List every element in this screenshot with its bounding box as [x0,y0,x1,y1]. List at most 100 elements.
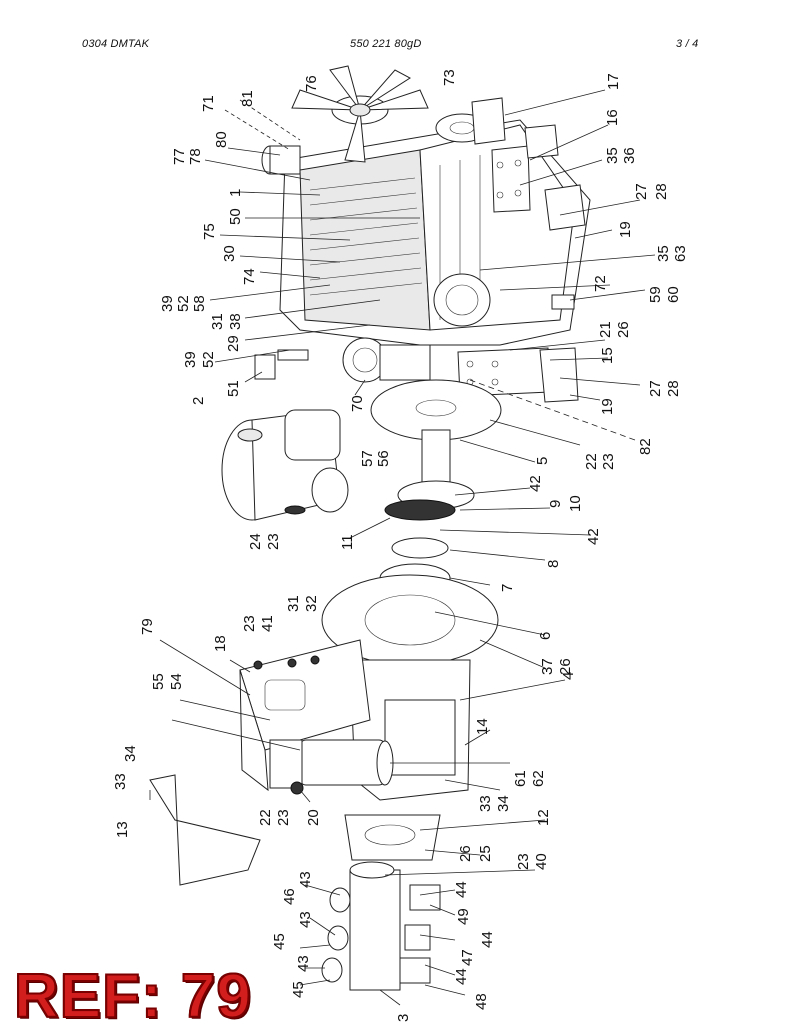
callout-42a: 42 [527,475,544,492]
callout-28a: 28 [653,183,670,200]
fitting-51 [254,354,276,380]
callout-8: 8 [545,560,562,568]
callout-44a: 44 [453,881,470,898]
air-filter [221,409,349,521]
callout-6: 6 [537,632,554,640]
callout-labels: 71 81 76 73 17 80 77 78 16 35 36 1 27 28… [112,69,689,1022]
callout-62: 62 [530,770,547,787]
callout-1: 1 [227,189,244,197]
engine-assembly [254,65,591,403]
callout-51: 51 [225,380,242,397]
callout-4: 4 [560,672,577,680]
callout-32: 32 [303,595,320,612]
callout-54: 54 [168,673,185,690]
callout-23c: 23 [241,615,258,632]
callout-20: 20 [305,809,322,826]
callout-43c: 43 [295,955,312,972]
callout-24: 24 [247,533,264,550]
callout-39a: 39 [159,295,176,312]
callout-44c: 44 [453,968,470,985]
pump-assembly [321,814,441,991]
callout-16: 16 [604,109,621,126]
header-part-number: 550 221 80gD [350,38,422,50]
callout-76: 76 [303,75,320,92]
callout-34b: 34 [495,795,512,812]
callout-3: 3 [395,1014,412,1022]
callout-46: 46 [281,888,298,905]
callout-2: 2 [190,397,207,405]
bracket-17 [471,97,506,145]
callout-33b: 33 [477,795,494,812]
callout-70: 70 [349,395,366,412]
ref-badge: REF: 79 [13,962,252,1031]
callout-82: 82 [637,438,654,455]
callout-19b: 19 [599,398,616,415]
callout-45b: 45 [290,981,307,998]
callout-75: 75 [201,223,218,240]
header-page-number: 3 / 4 [676,38,699,50]
callout-29: 29 [225,335,242,352]
callout-30: 30 [221,245,238,262]
callout-52b: 52 [200,351,217,368]
callout-35b: 35 [655,245,672,262]
callout-49: 49 [455,908,472,925]
callout-47: 47 [459,949,476,966]
callout-34a: 34 [122,745,139,762]
callout-77: 77 [171,148,188,165]
callout-81: 81 [239,90,256,107]
callout-45a: 45 [271,933,288,950]
callout-36: 36 [621,147,638,164]
cooling-fan [291,65,429,163]
callout-72: 72 [592,275,609,292]
callout-13: 13 [114,821,131,838]
callout-43a: 43 [297,871,314,888]
callout-74: 74 [241,268,258,285]
callout-17: 17 [605,73,622,90]
callout-25: 25 [477,845,494,862]
callout-61: 61 [512,770,529,787]
callout-27a: 27 [633,183,650,200]
callout-26a: 26 [615,321,632,338]
callout-39b: 39 [182,351,199,368]
callout-42b: 42 [585,528,602,545]
coupling-9 [384,499,456,521]
callout-22b: 22 [257,809,274,826]
callout-52a: 52 [175,295,192,312]
callout-28b: 28 [665,380,682,397]
callout-80: 80 [213,131,230,148]
callout-63: 63 [672,245,689,262]
callout-26c: 26 [457,845,474,862]
header-left-code: 0304 DMTAK [82,38,150,50]
callout-23a: 23 [600,453,617,470]
callout-23b: 23 [265,533,282,550]
callout-57: 57 [359,450,376,467]
callout-37: 37 [539,658,556,675]
callout-71: 71 [200,95,217,112]
pump-frame [239,639,371,792]
callout-11: 11 [339,534,356,550]
callout-43b: 43 [297,911,314,928]
callout-48: 48 [473,993,490,1010]
callout-23e: 23 [515,853,532,870]
callout-79: 79 [139,618,156,635]
callout-26b: 26 [557,658,574,675]
callout-19a: 19 [617,221,634,238]
callout-14: 14 [474,718,491,735]
hydraulic-motor [269,739,510,795]
callout-5: 5 [534,457,551,465]
callout-33a: 33 [112,773,129,790]
callout-12: 12 [535,809,552,826]
callout-27b: 27 [647,380,664,397]
callout-56: 56 [375,450,392,467]
callout-31b: 31 [285,595,302,612]
callout-21: 21 [597,321,614,338]
callout-55: 55 [150,673,167,690]
callout-9: 9 [547,500,564,508]
callout-7: 7 [499,584,516,592]
callout-38: 38 [227,313,244,330]
callout-15: 15 [599,347,616,364]
callout-78: 78 [187,148,204,165]
callout-40: 40 [533,853,550,870]
callout-35a: 35 [604,147,621,164]
